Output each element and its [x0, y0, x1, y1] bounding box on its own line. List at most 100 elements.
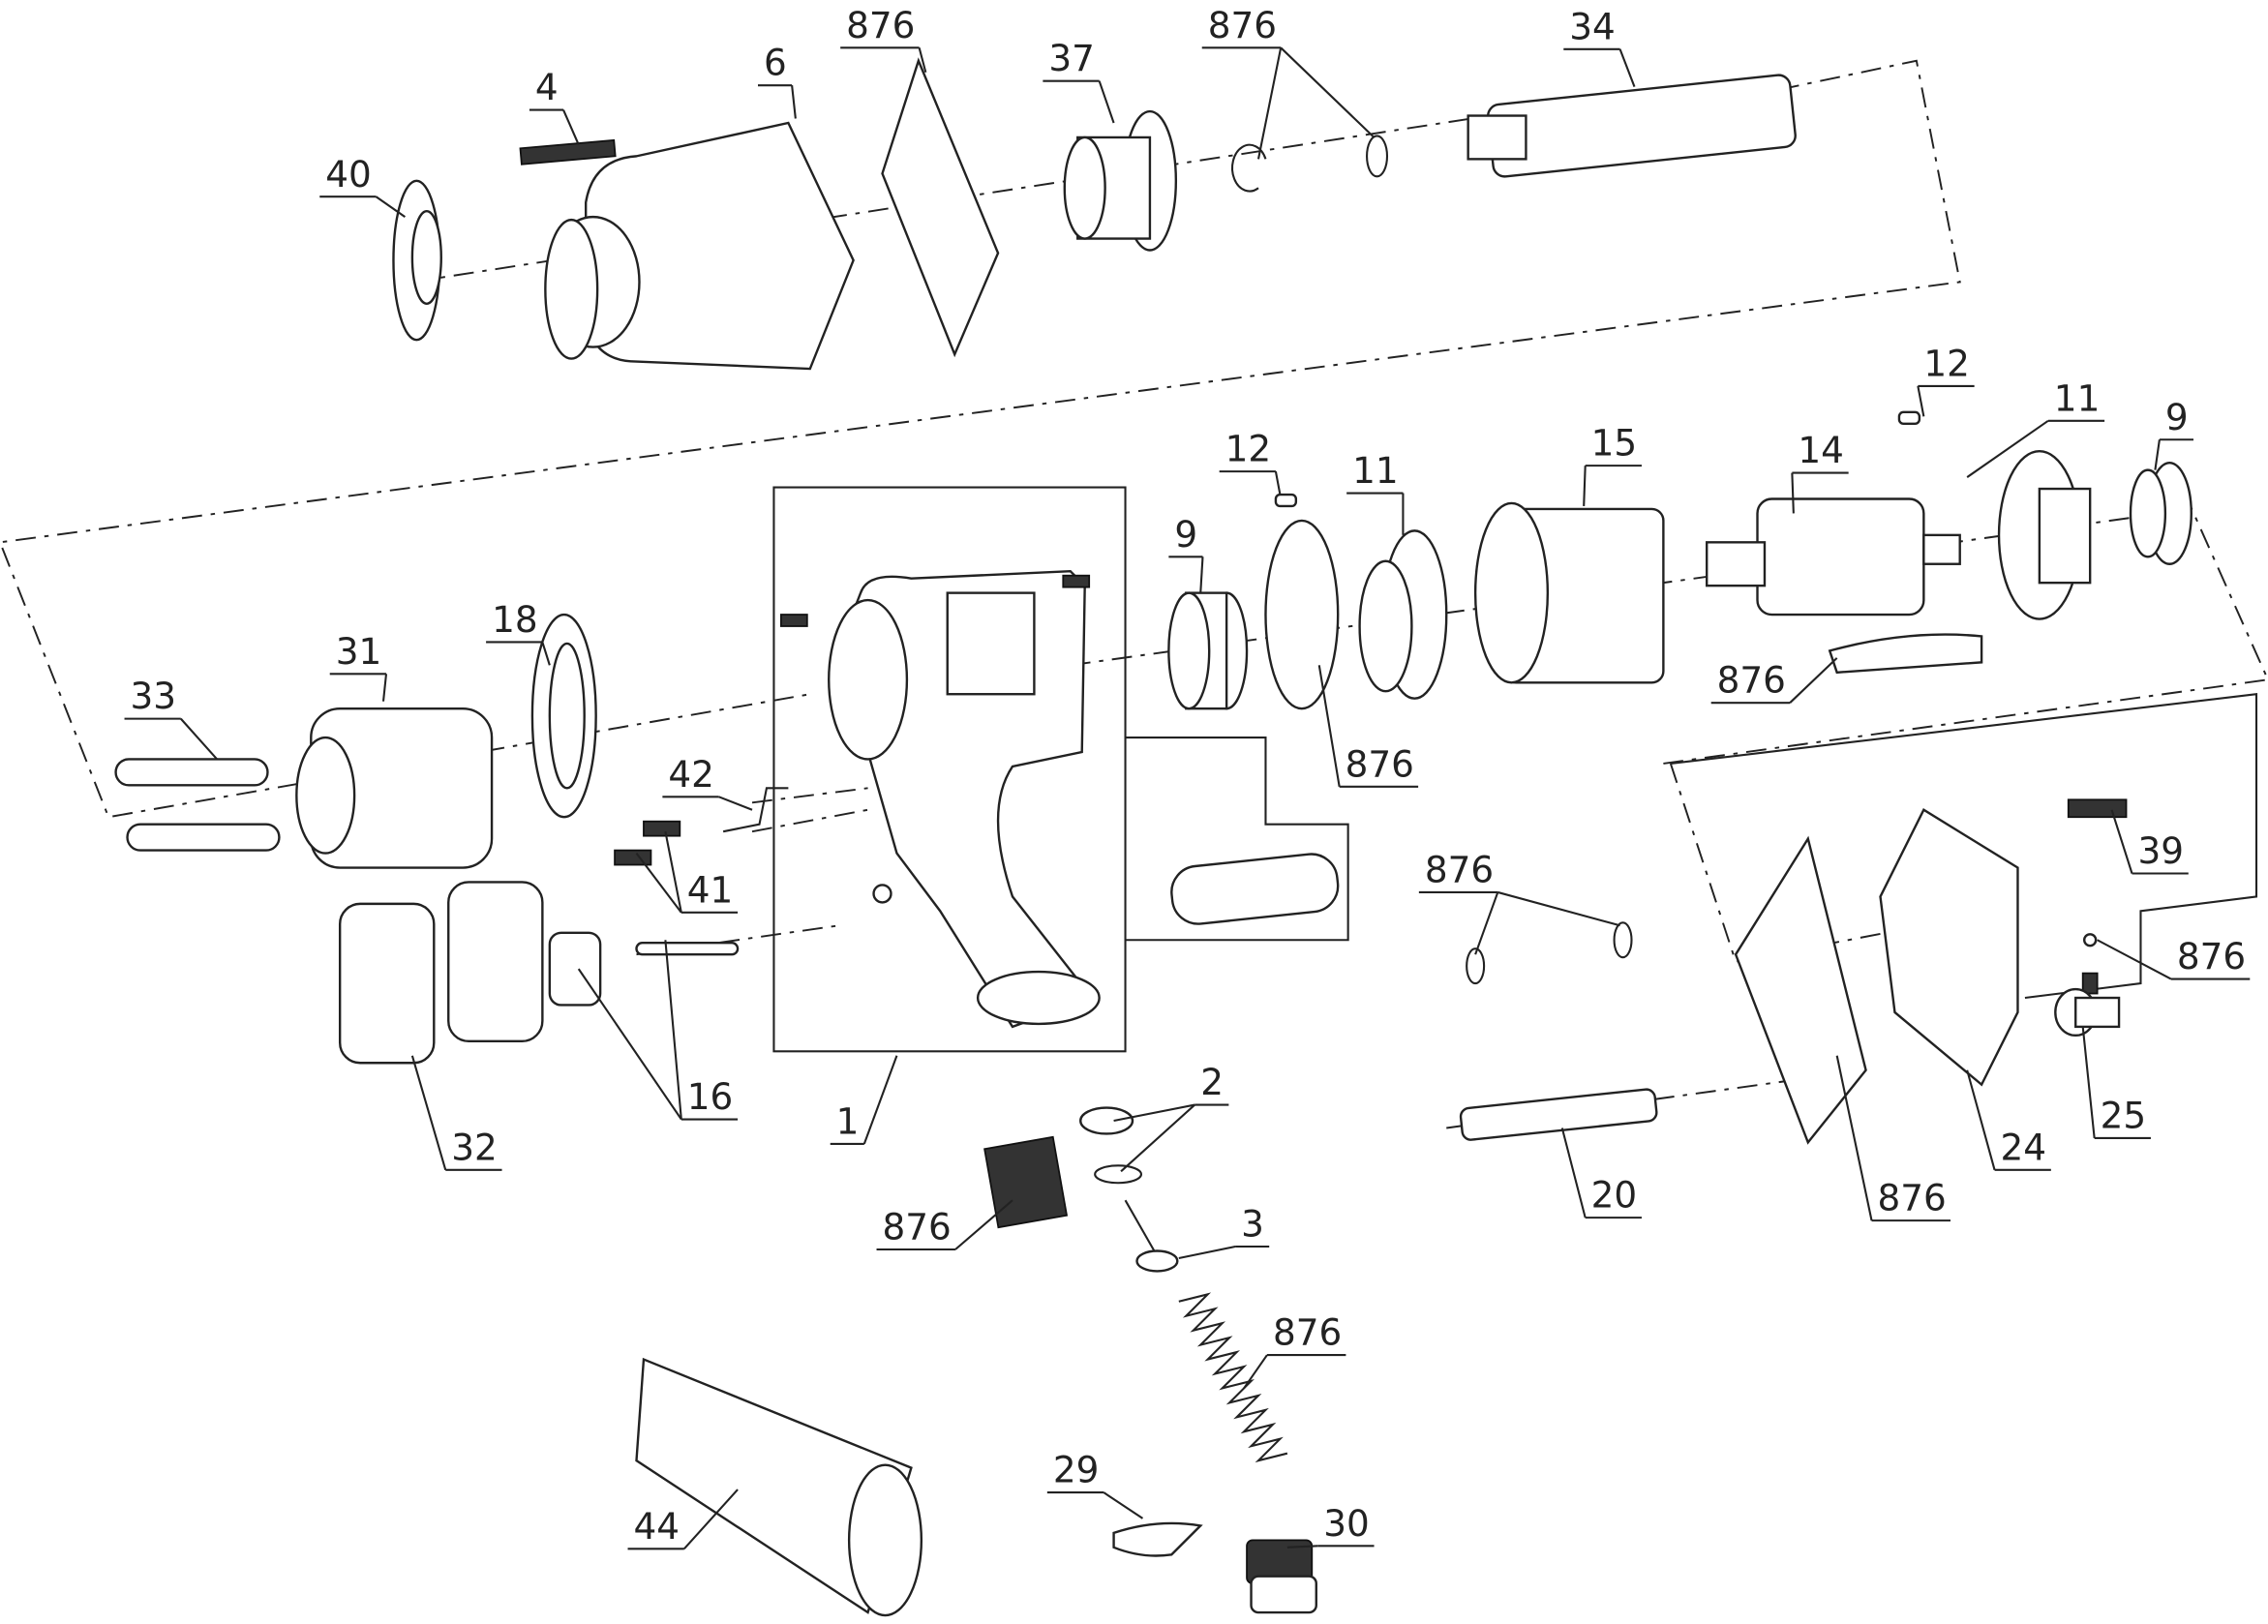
parts [114, 57, 2192, 1617]
part-9-bearing [1167, 591, 1249, 710]
callout-number: 3 [1241, 1203, 1264, 1246]
callout-15: 15 [1583, 422, 1642, 507]
part-39-screw [2067, 798, 2128, 819]
leader-line [1583, 466, 1587, 507]
leader-line [1474, 891, 1499, 955]
callout-number: 18 [492, 598, 538, 641]
leader-line [1103, 1491, 1144, 1519]
callout-14: 14 [1791, 429, 1849, 514]
leader-line [375, 195, 407, 218]
part-42-latch [722, 787, 789, 833]
part-876-end-gasket [1734, 835, 1867, 1145]
leader-line [954, 1199, 1013, 1250]
callout-1: 1 [830, 1055, 898, 1145]
leader-line [410, 1055, 447, 1171]
part-876-filter [983, 1135, 1069, 1229]
part-876-gasket [881, 57, 1000, 358]
callout-3: 3 [1178, 1203, 1270, 1259]
leader-line [541, 642, 551, 666]
part-34-anvil [1467, 74, 1797, 178]
leader-line [683, 1489, 739, 1550]
leader-line [1497, 890, 1620, 927]
leader-line [2154, 439, 2161, 470]
part-16-pin-block [548, 931, 602, 1007]
leader-line [664, 830, 682, 914]
callout-44: 44 [627, 1489, 739, 1550]
callout-number: 11 [2054, 376, 2101, 419]
part-screw [1062, 574, 1091, 588]
assembly-box-end-plate [1670, 693, 2258, 1000]
callout-number: 876 [1346, 742, 1414, 785]
leader-line [1835, 1055, 1873, 1221]
part-876-oring [1366, 135, 1389, 178]
leader-line [1098, 80, 1115, 124]
leader-line [1317, 665, 1341, 788]
part-876-gasket [1264, 519, 1340, 710]
part-4-screw [519, 138, 617, 165]
part-20-valve [1459, 1088, 1658, 1141]
leader-line [635, 852, 682, 914]
callout-30: 30 [1286, 1502, 1375, 1549]
callout-24: 24 [1966, 1069, 2051, 1171]
callout-number: 1 [836, 1099, 860, 1142]
leader-line [1120, 1103, 1195, 1173]
callout-31: 31 [329, 630, 388, 702]
part-876-ball [2083, 933, 2098, 947]
callout-9: 9 [2154, 396, 2194, 470]
part-876-oring [1613, 921, 1633, 959]
callout-number: 876 [883, 1206, 952, 1248]
callout-39: 39 [2110, 809, 2189, 875]
leader-line [862, 1055, 898, 1145]
leader-line [1113, 1103, 1195, 1123]
leader-line [1789, 657, 1838, 704]
callout-6: 6 [758, 42, 797, 119]
leader-line [1917, 385, 1925, 417]
callout-number: 30 [1323, 1502, 1370, 1545]
part-2-seals [1079, 1106, 1143, 1185]
part-30-inlet [1246, 1539, 1317, 1614]
callout-876: 876 [1243, 1311, 1346, 1390]
callout-number: 4 [535, 66, 559, 108]
part-6-hammer-case [544, 121, 855, 371]
part-11-front-plate [1358, 529, 1448, 700]
leader-line [1966, 1069, 1996, 1171]
callout-34: 34 [1563, 5, 1636, 88]
callout-number: 11 [1352, 449, 1399, 492]
leader-line [918, 47, 927, 73]
part-valve-sleeve [1170, 853, 1340, 925]
leader-line [562, 109, 580, 145]
leader-line [381, 674, 388, 702]
part-29-deflector [1112, 1521, 1203, 1557]
callout-4: 4 [529, 66, 580, 145]
leader-line [1274, 470, 1282, 496]
callout-29: 29 [1046, 1449, 1144, 1519]
callout-number: 876 [2177, 935, 2246, 977]
leader-line [664, 940, 682, 1120]
callout-876: 876 [840, 4, 927, 73]
part-16-pin [635, 942, 740, 956]
leader-line [2081, 1026, 2096, 1139]
part-11-rear-plate [1997, 449, 2092, 620]
part-24-end-cap [1879, 808, 2019, 1087]
assembly-box-housing [772, 486, 1127, 1053]
callout-2: 2 [1113, 1061, 1229, 1173]
callout-number: 32 [451, 1126, 498, 1168]
part-876-clip [1231, 143, 1267, 193]
leader-line [1791, 472, 1795, 514]
leader-line [2110, 809, 2133, 874]
callout-number: 20 [1591, 1174, 1638, 1217]
callout-number: 15 [1591, 422, 1638, 465]
callout-number: 876 [1208, 4, 1277, 46]
leader-line [1178, 1245, 1236, 1259]
part-1-housing [828, 569, 1101, 1029]
callout-37: 37 [1043, 37, 1115, 124]
callout-9: 9 [1168, 513, 1204, 593]
callout-40: 40 [319, 153, 407, 218]
part-876-vane [1828, 633, 1983, 675]
callout-12: 12 [1219, 428, 1282, 496]
part-15-cylinder [1473, 501, 1665, 684]
callout-42: 42 [662, 753, 753, 811]
callout-number: 876 [1273, 1311, 1342, 1354]
part-32-hammer [447, 881, 544, 1043]
